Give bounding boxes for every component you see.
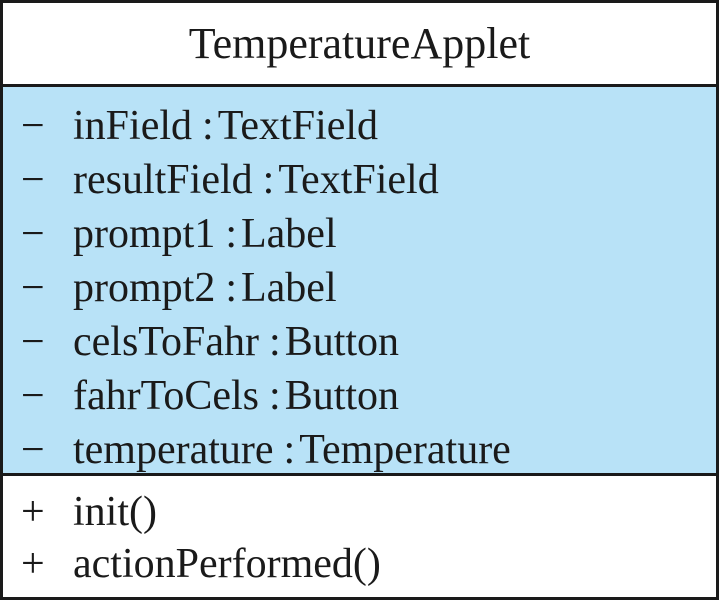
visibility-private: −	[21, 211, 45, 257]
attribute-name: fahrToCels	[73, 373, 260, 419]
operation-name: actionPerformed()	[73, 541, 381, 587]
attribute-row: − temperature : Temperature	[3, 423, 716, 477]
attribute-type: Button	[284, 319, 400, 365]
visibility-private: −	[21, 103, 45, 149]
operation-name: init()	[73, 489, 157, 535]
visibility-private: −	[21, 265, 45, 311]
visibility-private: −	[21, 427, 45, 473]
visibility-private: −	[21, 373, 45, 419]
attribute-row: − prompt1 : Label	[3, 207, 716, 261]
attributes-compartment: − inField : TextField − resultField : Te…	[3, 87, 716, 476]
visibility-private: −	[21, 157, 45, 203]
attribute-name: resultField	[73, 157, 253, 203]
attribute-type: Temperature	[299, 427, 511, 473]
operation-row: + init()	[3, 486, 716, 538]
attribute-row: − fahrToCels : Button	[3, 369, 716, 423]
attribute-row: − resultField : TextField	[3, 153, 716, 207]
attribute-type: Label	[241, 265, 337, 311]
attribute-row: − inField : TextField	[3, 99, 716, 153]
attribute-row: − celsToFahr : Button	[3, 315, 716, 369]
attribute-type: Label	[241, 211, 337, 257]
type-separator: :	[262, 157, 275, 203]
attribute-name: prompt2	[73, 265, 216, 311]
visibility-private: −	[21, 319, 45, 365]
visibility-public: +	[21, 541, 45, 587]
class-name-compartment: TemperatureApplet	[3, 3, 716, 87]
operation-row: + actionPerformed()	[3, 538, 716, 590]
visibility-public: +	[21, 489, 45, 535]
class-name: TemperatureApplet	[188, 19, 531, 68]
attribute-name: celsToFahr	[73, 319, 260, 365]
attribute-type: TextField	[217, 103, 379, 149]
attribute-name: prompt1	[73, 211, 216, 257]
type-separator: :	[225, 265, 237, 311]
attribute-type: TextField	[278, 157, 439, 203]
attribute-name: inField	[73, 103, 193, 149]
type-separator: :	[283, 427, 296, 473]
operations-compartment: + init() + actionPerformed()	[3, 476, 716, 597]
type-separator: :	[225, 211, 237, 257]
attribute-name: temperature	[73, 427, 274, 473]
attribute-row: − prompt2 : Label	[3, 261, 716, 315]
type-separator: :	[269, 373, 281, 419]
type-separator: :	[269, 319, 281, 365]
attribute-type: Button	[284, 373, 400, 419]
type-separator: :	[202, 103, 214, 149]
